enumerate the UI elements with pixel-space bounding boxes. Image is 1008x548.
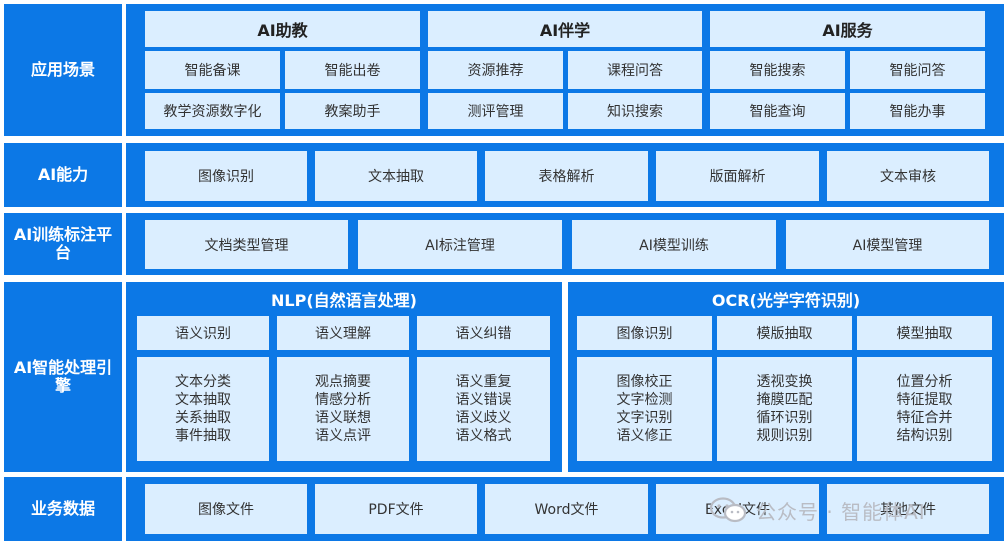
- scenario-item: 知识搜索: [568, 93, 702, 129]
- list-item: 位置分析: [896, 374, 953, 390]
- scenario-item: 资源推荐: [428, 51, 563, 89]
- list-item: 语义错误: [455, 392, 512, 408]
- platform-item: AI模型管理: [786, 220, 989, 269]
- nlp-head: 语义理解: [277, 316, 409, 350]
- list-item: 透视变换: [756, 374, 813, 390]
- data-item: 其他文件: [827, 484, 989, 534]
- group-title-ai-tutor: AI助教: [145, 11, 420, 47]
- nlp-head: 语义纠错: [417, 316, 550, 350]
- list-item: 文本分类: [175, 374, 231, 390]
- nlp-title: NLP(自然语言处理): [271, 291, 417, 310]
- row-label-app-scenario: 应用场景: [4, 4, 122, 136]
- list-item: 语义重复: [455, 374, 512, 390]
- capability-item: 文本审核: [827, 151, 989, 201]
- scenario-item: 智能问答: [850, 51, 985, 89]
- data-item: PDF文件: [315, 484, 477, 534]
- list-item: 文字识别: [616, 410, 673, 426]
- capability-item: 文本抽取: [315, 151, 477, 201]
- row-label-ai-capability: AI能力: [4, 143, 122, 207]
- list-item: 语义格式: [455, 428, 512, 444]
- nlp-head: 语义识别: [137, 316, 269, 350]
- list-item: 文本抽取: [175, 392, 231, 408]
- ocr-head: 模型抽取: [857, 316, 992, 350]
- capability-item: 版面解析: [656, 151, 819, 201]
- list-item: 关系抽取: [175, 410, 231, 426]
- list-item: 事件抽取: [175, 428, 231, 444]
- wechat-icon: [709, 497, 747, 523]
- list-item: 特征提取: [896, 392, 953, 408]
- scenario-item: 智能查询: [710, 93, 845, 129]
- list-item: 规则识别: [756, 428, 813, 444]
- data-item: Word文件: [485, 484, 648, 534]
- row-label-business-data: 业务数据: [4, 477, 122, 541]
- ocr-list: 透视变换 掩膜匹配 循环识别 规则识别: [717, 357, 852, 461]
- list-item: 语义修正: [616, 428, 673, 444]
- platform-item: AI标注管理: [358, 220, 562, 269]
- platform-item: 文档类型管理: [145, 220, 348, 269]
- row-label-engine: AI智能处理引擎: [4, 282, 122, 472]
- ocr-list: 图像校正 文字检测 文字识别 语义修正: [577, 357, 712, 461]
- nlp-list: 语义重复 语义错误 语义歧义 语义格式: [417, 357, 550, 461]
- list-item: 文字检测: [616, 392, 673, 408]
- data-item: 图像文件: [145, 484, 307, 534]
- scenario-item: 教案助手: [285, 93, 420, 129]
- platform-item: AI模型训练: [572, 220, 776, 269]
- nlp-list: 观点摘要 情感分析 语义联想 语义点评: [277, 357, 409, 461]
- nlp-list: 文本分类 文本抽取 关系抽取 事件抽取: [137, 357, 269, 461]
- scenario-item: 课程问答: [568, 51, 702, 89]
- ocr-list: 位置分析 特征提取 特征合并 结构识别: [857, 357, 992, 461]
- group-title-ai-companion: AI伴学: [428, 11, 702, 47]
- watermark-text: 公众号 · 智能体AI: [756, 499, 926, 524]
- scenario-item: 智能出卷: [285, 51, 420, 89]
- list-item: 循环识别: [756, 410, 813, 426]
- ocr-head: 模版抽取: [717, 316, 852, 350]
- watermark: 公众号 · 智能体AI: [708, 494, 1004, 526]
- list-item: 情感分析: [315, 392, 371, 408]
- list-item: 观点摘要: [315, 374, 371, 390]
- capability-item: 图像识别: [145, 151, 307, 201]
- scenario-item: 智能备课: [145, 51, 280, 89]
- capability-item: 表格解析: [485, 151, 648, 201]
- group-title-ai-service: AI服务: [710, 11, 985, 47]
- list-item: 掩膜匹配: [756, 392, 813, 408]
- list-item: 特征合并: [896, 410, 953, 426]
- list-item: 语义联想: [315, 410, 371, 426]
- scenario-item: 教学资源数字化: [145, 93, 280, 129]
- list-item: 结构识别: [896, 428, 953, 444]
- ocr-head: 图像识别: [577, 316, 712, 350]
- scenario-item: 测评管理: [428, 93, 563, 129]
- scenario-item: 智能搜索: [710, 51, 845, 89]
- scenario-item: 智能办事: [850, 93, 985, 129]
- ocr-title: OCR(光学字符识别): [711, 291, 861, 310]
- list-item: 语义点评: [315, 428, 371, 444]
- row-label-training-platform: AI训练标注平台: [4, 213, 122, 275]
- list-item: 图像校正: [616, 374, 673, 390]
- list-item: 语义歧义: [455, 410, 512, 426]
